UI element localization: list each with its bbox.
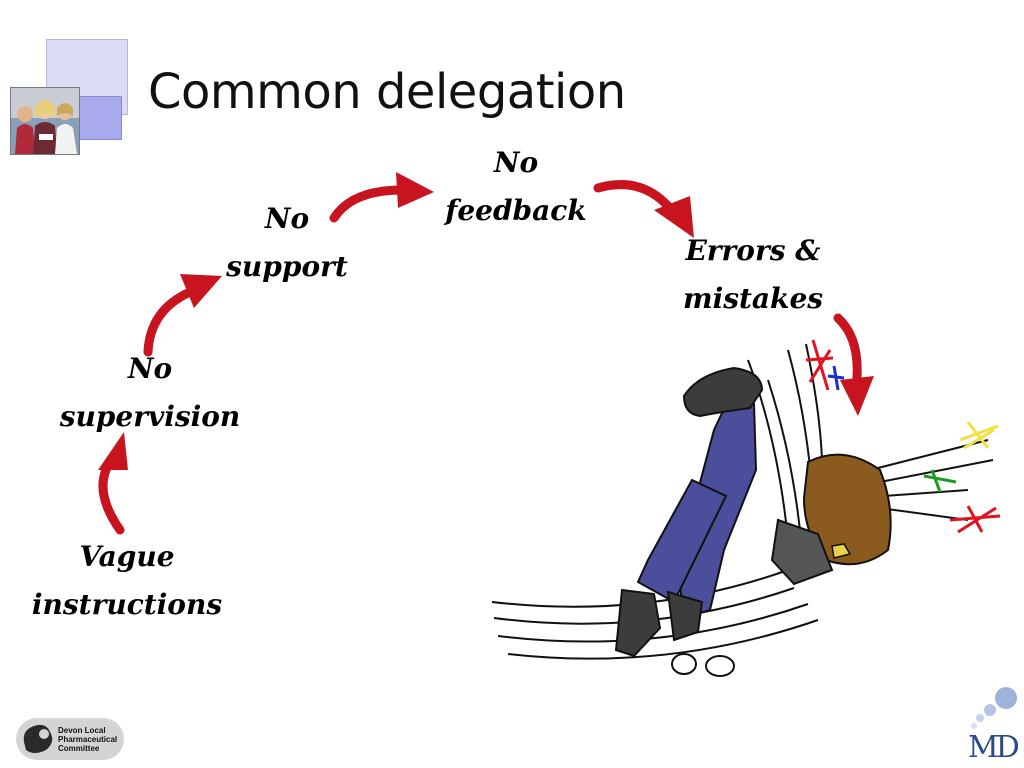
arrow-1-curve <box>103 462 120 530</box>
step-line: instructions <box>22 581 232 629</box>
step-no-supervision: No supervision <box>50 345 250 441</box>
logo-text-line: Pharmaceutical <box>58 735 117 744</box>
md-bubbles-logo-icon: MD <box>966 686 1022 766</box>
arrow-4-curve <box>598 185 668 206</box>
step-line: No <box>212 195 362 243</box>
step-vague-instructions: Vague instructions <box>22 533 232 629</box>
logo-text-line: Devon Local <box>58 726 117 735</box>
step-line: supervision <box>50 393 250 441</box>
devon-lpc-logo-icon: Devon Local Pharmaceutical Committee <box>16 718 124 760</box>
falling-man-illustration-icon <box>488 320 1008 690</box>
arrow-3-head <box>396 172 434 208</box>
step-line: support <box>212 243 362 291</box>
step-no-support: No support <box>212 195 362 291</box>
md-logo-text: MD <box>968 730 1017 765</box>
arrow-2-curve <box>148 292 190 352</box>
step-line: No <box>436 139 596 187</box>
step-line: feedback <box>436 187 596 235</box>
step-line: Vague <box>22 533 232 581</box>
step-line: mistakes <box>670 275 836 323</box>
step-line: Errors & <box>670 227 836 275</box>
step-errors-mistakes: Errors & mistakes <box>670 227 836 323</box>
logo-text-line: Committee <box>58 744 117 753</box>
step-line: No <box>50 345 250 393</box>
step-no-feedback: No feedback <box>436 139 596 235</box>
